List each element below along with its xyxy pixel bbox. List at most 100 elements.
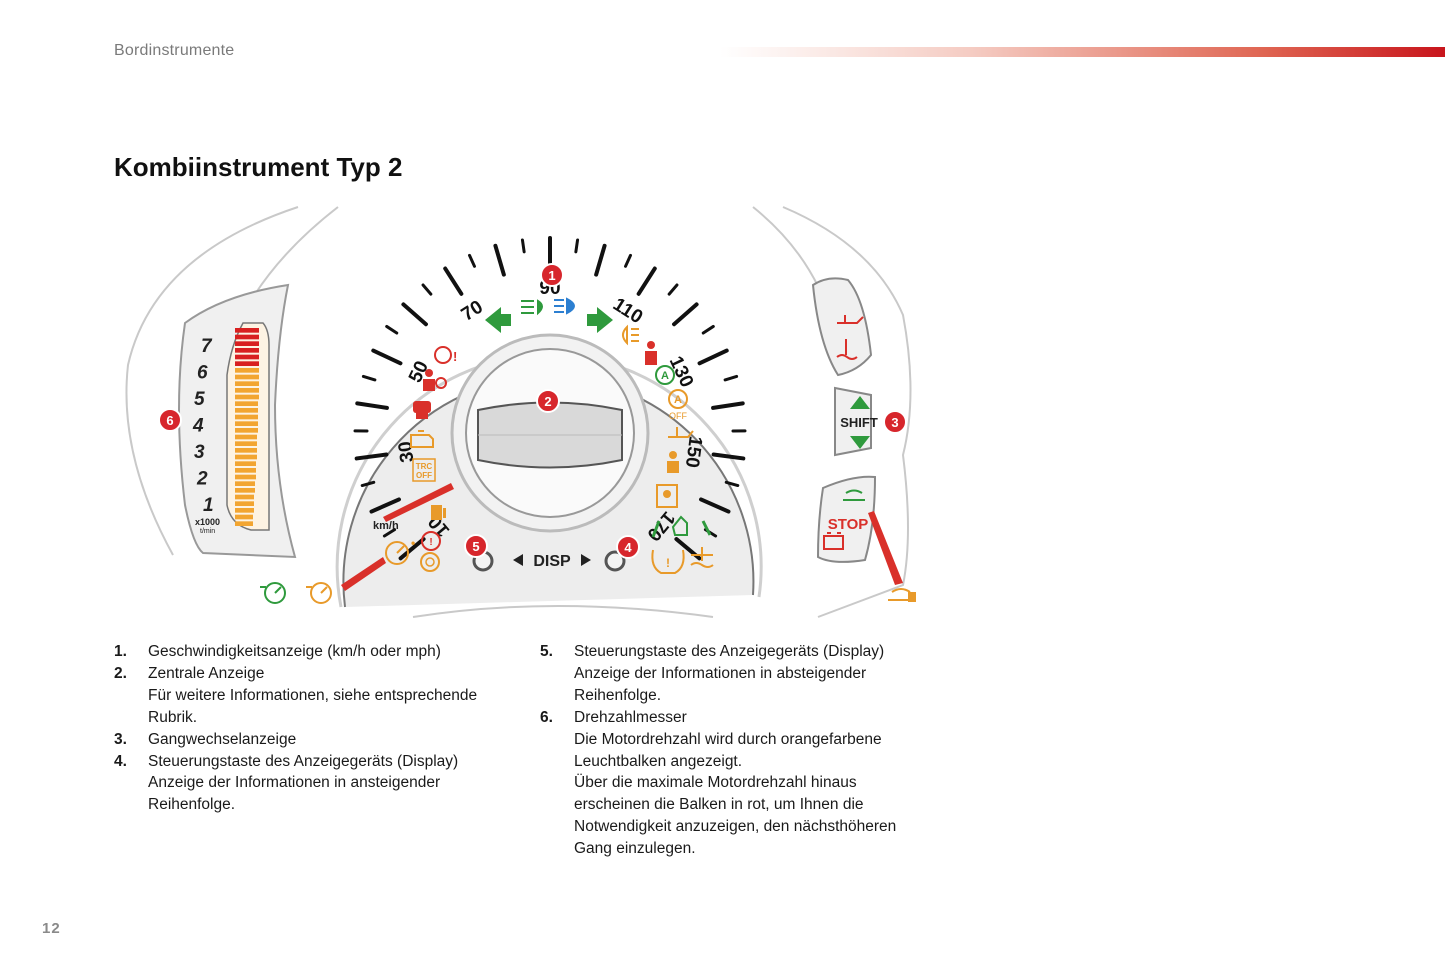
rpm-bar (235, 394, 259, 400)
rpm-bar (235, 368, 259, 373)
legend-item-text: Drehzahlmesser (574, 708, 687, 726)
page-title: Kombiinstrument Typ 2 (114, 152, 403, 182)
speed-tick (360, 480, 376, 488)
turn-right-arrow-icon (587, 307, 613, 333)
speed-tick (361, 374, 377, 382)
shift-label: SHIFT (840, 415, 878, 430)
rpm-bar (235, 441, 257, 446)
display-button-increase[interactable] (604, 550, 626, 572)
svg-text:5: 5 (472, 539, 479, 554)
svg-text:2: 2 (544, 394, 551, 409)
rpm-bar (235, 374, 259, 380)
legend-item-text: erscheinen die Balken in rot, um Ihnen d… (574, 796, 864, 814)
speed-tick (421, 283, 433, 296)
rpm-bar (235, 381, 259, 386)
callout-marker: 6 (158, 408, 182, 432)
seatbelt-warning-icon (645, 341, 657, 365)
fuel-level-icon (431, 505, 446, 520)
door-open-icon (656, 484, 678, 508)
svg-text:4: 4 (624, 540, 632, 555)
legend-item: 5.Steuerungstaste des Anzeigegeräts (Dis… (540, 641, 940, 707)
legend-item-text: Gang einzulegen. (574, 840, 696, 858)
abs-warning-icon (420, 552, 440, 572)
legend-item-text: Zentrale Anzeige (148, 664, 265, 682)
legend-item-text: Steuerungstaste des Anzeigegeräts (Displ… (148, 752, 459, 770)
rpm-bar (235, 454, 257, 460)
callout-marker: 1 (540, 263, 564, 287)
door-open-icon (843, 489, 865, 501)
legend-item: 4. Steuerungstaste des Anzeigegeräts (Dis… (114, 751, 524, 817)
speed-label: 110 (609, 294, 646, 328)
rpm-label: 1 (203, 495, 214, 516)
svg-text:A: A (661, 370, 669, 382)
svg-text:1: 1 (548, 268, 555, 283)
rpm-bar (235, 414, 258, 420)
legend-item-text: Steuerungstaste des Anzeigegeräts (Displ… (574, 643, 885, 660)
rpm-bar (235, 521, 253, 526)
rpm-bar (235, 421, 258, 426)
speed-tick (369, 497, 401, 514)
rpm-bar (235, 434, 257, 440)
legend-item-text: Reihenfolge. (148, 796, 236, 814)
svg-text:•: • (411, 536, 415, 550)
rpm-label: 5 (194, 389, 205, 410)
rpm-unit-label: x1000 (195, 517, 220, 527)
speed-tick (724, 480, 740, 488)
speed-tick (699, 497, 731, 514)
speed-tick (520, 238, 526, 254)
legend-item-text: Reihenfolge. (574, 686, 662, 704)
power-steering-warning-icon: ! (434, 346, 457, 364)
rpm-bar (235, 481, 255, 486)
speed-tick (701, 324, 715, 335)
rpm-bar (235, 488, 255, 493)
brake-warning-icon: ! (421, 531, 441, 551)
rpm-bar (235, 388, 259, 393)
rpm-bar (235, 341, 259, 346)
turn-left-arrow-icon (485, 307, 511, 333)
speed-tick (468, 253, 476, 268)
stop-start-auto-icon: A (655, 365, 675, 385)
disp-left-arrow-icon (513, 554, 523, 566)
speed-tick (697, 348, 729, 366)
cruise-control-icon (306, 582, 332, 604)
speed-tick (443, 266, 464, 296)
speed-tick (574, 238, 580, 254)
svg-text:!: ! (453, 349, 457, 364)
legend-item: 1.Geschwindigkeitsanzeige (km/h oder mph… (114, 641, 524, 663)
rpm-unit-sub-label: t/min (200, 528, 215, 535)
speed-label: 30 (395, 440, 419, 464)
svg-text:TRC: TRC (416, 462, 433, 471)
speed-tick (711, 401, 745, 410)
stop-start-warning-icon (888, 588, 916, 602)
rpm-bar (235, 474, 256, 480)
traction-control-off-icon: TRC OFF (412, 458, 436, 482)
rpm-label: 6 (197, 363, 208, 384)
speed-tick (382, 528, 397, 538)
rpm-bar (235, 408, 258, 413)
legend-item-number: 4. (114, 752, 127, 770)
legend-item-text: Anzeige der Informationen in ansteigende… (148, 774, 441, 792)
rpm-bar (235, 508, 254, 513)
legend-item-text: Über die maximale Motordrehzahl hinaus (574, 774, 857, 792)
legend-item-text: Notwendigkeit anzuzeigen, den nächsthöhe… (574, 818, 897, 836)
speed-tick (401, 302, 428, 327)
speed-tick (355, 401, 389, 410)
legend-item-number: 2. (114, 664, 127, 682)
rpm-label: 2 (196, 469, 208, 490)
rpm-bar (235, 468, 256, 473)
rpm-bar (235, 328, 259, 333)
rpm-bar (235, 348, 259, 353)
speed-tick (667, 283, 679, 296)
svg-text:!: ! (666, 556, 670, 570)
callout-marker: 3 (883, 410, 907, 434)
rpm-bar (235, 448, 257, 453)
indicator-lights: ! TRC OFF A A OFF ! • ! (385, 297, 714, 574)
callout-marker: 4 (616, 535, 640, 559)
legend-item-text: Geschwindigkeitsanzeige (km/h oder mph) (148, 643, 441, 660)
rpm-bar (235, 494, 254, 500)
speed-tick (711, 452, 746, 461)
speed-needle (383, 483, 454, 522)
